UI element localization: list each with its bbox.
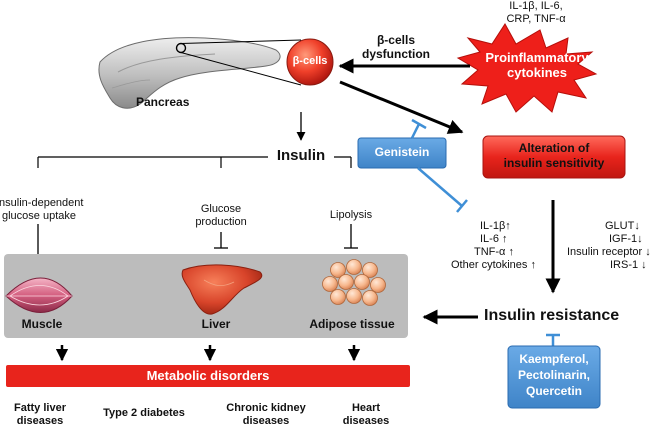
- zoom-line-top: [180, 39, 302, 44]
- flavonoids-box: [507, 345, 601, 409]
- proinflammatory-line-1: Proinflammatory: [485, 50, 589, 65]
- glucose-production-line-1: Glucose: [200, 203, 242, 215]
- igf-label: IGF-1↓: [609, 233, 643, 245]
- flavonoids-line-1: Kaempferol,: [519, 352, 589, 366]
- uptake-line-1: Insulin-dependent: [0, 197, 84, 209]
- genistein-inhibit-up: [410, 118, 427, 139]
- cytokine-list-line-1: IL-1β, IL-6,: [509, 0, 563, 12]
- irs-label: IRS-1 ↓: [610, 259, 647, 271]
- proinflammatory-line-2: cytokines: [507, 65, 567, 80]
- flavonoids-inhibit: [546, 333, 560, 346]
- beta-dysfunction-line-2: dysfunction: [362, 47, 430, 61]
- inhibit-lipolysis: [344, 224, 358, 249]
- beta-cells-label: β-cells: [292, 55, 328, 67]
- disease-kidney-line-1: Chronic kidney: [226, 402, 306, 414]
- alteration-line-2: insulin sensitivity: [503, 156, 605, 170]
- uptake-line-2: glucose uptake: [2, 210, 76, 222]
- disease-heart-line-1: Heart: [351, 402, 381, 414]
- genistein-box: [357, 137, 447, 169]
- disease-heart-line-2: diseases: [342, 415, 390, 427]
- alteration-line-1: Alteration of: [518, 141, 590, 155]
- zoom-line-bottom: [180, 52, 302, 86]
- metabolic-disorders-bar: [6, 365, 410, 387]
- cytokines-up-line-4: Other cytokines ↑: [451, 259, 536, 271]
- insulin-branch-lines: [37, 156, 352, 168]
- disease-kidney-line-2: diseases: [242, 415, 290, 427]
- proinflammatory-starburst: [456, 23, 598, 113]
- cytokine-list-line-2: CRP, TNF-α: [506, 13, 566, 25]
- alteration-box: [482, 135, 626, 179]
- insulin-receptor-label: Insulin receptor ↓: [567, 246, 651, 258]
- insulin-resistance-label: Insulin resistance: [484, 307, 620, 324]
- disease-type-2-diabetes: Type 2 diabetes: [103, 407, 185, 419]
- adipose-label: Adipose tissue: [309, 317, 395, 331]
- insulin-label: Insulin: [276, 147, 326, 164]
- liver-illustration: [181, 264, 263, 315]
- arrow-beta-cells-to-alteration: [339, 80, 464, 134]
- adipose-tissue-illustration: [322, 259, 386, 306]
- cytokines-up-line-1: IL-1β↑: [480, 220, 511, 232]
- muscle-illustration: [5, 277, 73, 313]
- beta-cells-circle: [286, 38, 334, 86]
- pancreas-illustration: [98, 37, 281, 109]
- inhibit-glucose-production: [214, 232, 228, 249]
- flavonoids-line-3: Quercetin: [525, 384, 582, 398]
- disease-fatty-liver-line-1: Fatty liver: [14, 402, 66, 414]
- liver-label: Liver: [201, 317, 231, 331]
- metabolic-disorders-label: Metabolic disorders: [146, 368, 270, 383]
- cytokines-up-line-2: IL-6 ↑: [480, 233, 508, 245]
- muscle-label: Muscle: [21, 317, 63, 331]
- cytokines-up-line-3: TNF-α ↑: [474, 246, 514, 258]
- beta-dysfunction-line-1: β-cells: [376, 33, 415, 47]
- glucose-production-line-2: production: [195, 216, 247, 228]
- genistein-label: Genistein: [374, 145, 430, 159]
- disease-fatty-liver-line-2: diseases: [16, 415, 64, 427]
- glut-label: GLUT↓: [605, 220, 640, 232]
- flavonoids-line-2: Pectolinarin,: [517, 368, 591, 382]
- genistein-inhibit-down: [417, 167, 468, 213]
- pancreas-label: Pancreas: [136, 95, 190, 109]
- lipolysis-label: Lipolysis: [329, 209, 373, 221]
